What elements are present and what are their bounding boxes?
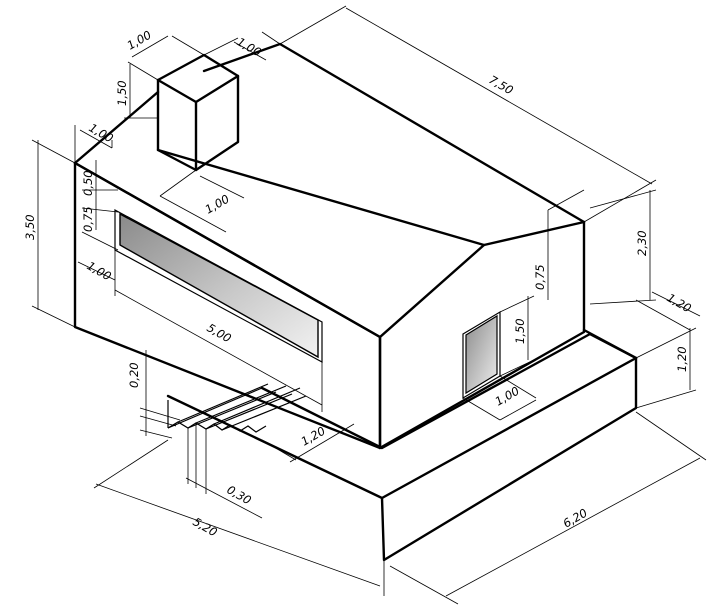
dim-window-top-gap: 0,50 [81, 170, 95, 196]
dim-platform-side: 1,20 [665, 290, 694, 315]
dim-platform-height: 1,20 [675, 346, 689, 372]
dim-door-over: 0,75 [533, 264, 547, 290]
dim-window-length: 5,00 [205, 320, 234, 345]
dim-window-left: 1,00 [85, 258, 114, 283]
dim-step-depth: 0,30 [225, 482, 254, 507]
platform [166, 328, 638, 562]
dim-door-height: 1,50 [513, 318, 527, 344]
dim-chimney-to-edge: 1,00 [203, 192, 232, 217]
dim-gable-height: 2,30 [635, 230, 649, 256]
dim-step-height: 0,20 [127, 362, 141, 388]
dimension-lines [31, 5, 707, 605]
dim-window-height: 0,75 [81, 206, 95, 232]
dim-house-length: 7,50 [487, 72, 516, 97]
dim-platform-length: 6,20 [561, 506, 590, 531]
dim-wall-height: 3,50 [23, 214, 37, 240]
gable-wall [378, 220, 586, 450]
dim-chimney-height: 1,50 [115, 80, 129, 106]
dim-door-width: 1,00 [493, 384, 522, 409]
dimension-labels: 1,00 1,00 1,50 1,00 1,00 3,50 0,50 0,75 … [23, 28, 694, 540]
dim-chimney-width: 1,00 [125, 28, 154, 53]
roof-ridge [156, 148, 486, 247]
dim-platform-front: 1,20 [299, 424, 328, 449]
steps [167, 383, 307, 433]
dim-platform-depth: 5,20 [191, 514, 220, 539]
